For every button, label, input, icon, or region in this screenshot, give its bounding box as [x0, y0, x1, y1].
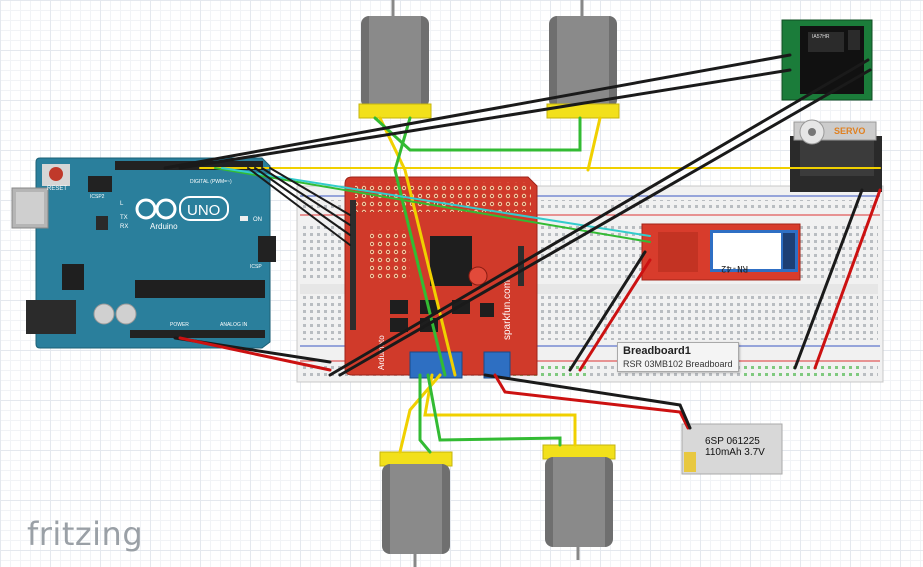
- power-label: POWER: [170, 322, 189, 328]
- shield-brand: sparkfun.com: [502, 280, 513, 340]
- rx-label: RX: [120, 224, 128, 230]
- reset-label: RESET: [47, 186, 67, 192]
- servo-label: SERVO: [834, 126, 865, 136]
- dc-motor-bottom-right[interactable]: [542, 444, 616, 560]
- dc-motor-top-right[interactable]: [546, 0, 620, 119]
- digital-label: DIGITAL (PWM=~): [190, 179, 232, 185]
- bluetooth-label: RN-42: [721, 263, 748, 273]
- arduino-logo-icon: [135, 198, 177, 220]
- icsp-label: ICSP2: [90, 194, 105, 200]
- breadboard-tooltip: Breadboard1 RSR 03MB102 Breadboard: [617, 342, 739, 372]
- dc-motor-bottom-left[interactable]: [379, 451, 453, 567]
- lipo-battery[interactable]: [681, 423, 783, 475]
- tooltip-subtitle: RSR 03MB102 Breadboard: [623, 359, 733, 369]
- battery-line-1: 6SP 061225: [705, 436, 760, 447]
- bluetooth-rn42-module[interactable]: RN-42: [641, 223, 801, 281]
- tooltip-title: Breadboard1: [623, 345, 691, 357]
- wires[interactable]: [163, 53, 882, 454]
- fritzing-logo: fritzing: [27, 515, 144, 553]
- dc-motor-top-left[interactable]: [358, 0, 432, 119]
- l-label: L: [120, 201, 124, 207]
- arduino-brand: Arduino: [150, 222, 178, 231]
- arduino-model: UNO: [187, 202, 220, 219]
- reset-button-icon[interactable]: [49, 167, 63, 181]
- battery-line-2: 110mAh 3.7V: [705, 447, 765, 458]
- on-label: ON: [253, 217, 262, 223]
- arduino-uno-board[interactable]: RESET ICSP2 Arduino UNO ON L TX RX DIGIT…: [11, 157, 276, 349]
- servo-motor[interactable]: SERVO: [790, 119, 882, 192]
- ir-sensor-label: IA57HR: [812, 34, 830, 40]
- battery-label: 6SP 061225 110mAh 3.7V: [705, 436, 765, 458]
- ir-sensor-board[interactable]: IA57HR: [781, 19, 873, 101]
- icsp-2-label: ICSP: [250, 264, 262, 270]
- tx-label: TX: [120, 215, 128, 221]
- analog-in-label: ANALOG IN: [220, 322, 248, 328]
